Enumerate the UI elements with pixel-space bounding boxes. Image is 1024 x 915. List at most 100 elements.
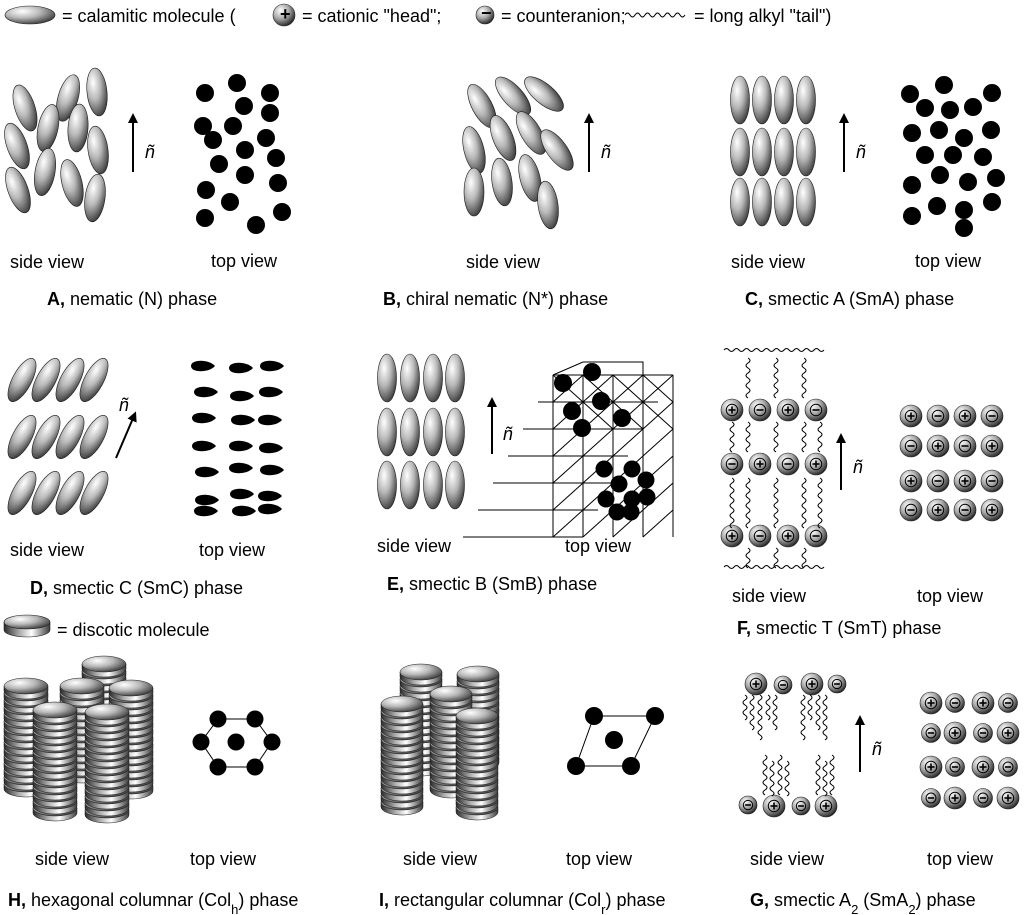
tilted-molecule-top [229,362,253,374]
director-arrow: ñ [836,433,863,490]
molecule-dot [622,757,640,775]
calamitic-molecule [34,148,56,196]
calamitic-molecule [79,415,109,459]
calamitic-molecule [86,67,108,117]
legend-row: = calamitic molecule ( + = cationic "hea… [4,3,831,27]
tilted-molecule-top [259,442,283,454]
calamitic-molecule [7,358,37,402]
cation-head [971,755,995,779]
alkyl-tail [822,760,828,797]
alkyl-tail [815,754,821,796]
calamitic-molecule-icon [4,5,56,25]
molecule-dot [236,166,254,184]
counteranion [804,398,828,422]
tilted-molecule-top [229,462,253,474]
alkyl-tail [800,694,806,741]
discotic-molecule [3,677,49,700]
molecule-dot [931,166,949,184]
panel-f-caption: F, smectic T (SmT) phase [737,618,941,638]
molecule-dot [613,409,631,427]
discotic-molecule [429,685,473,708]
molecule-dot [235,97,253,115]
alkyl-tail [769,760,775,797]
calamitic-molecule [796,75,816,125]
legend-discotic: = discotic molecule [57,620,210,640]
molecule-dot [983,193,1001,211]
side-view-label: side view [10,252,85,272]
molecule-dot [583,363,601,381]
molecule-dot [935,76,953,94]
cation-head [926,498,950,522]
tilted-molecule-top [231,414,255,426]
counteranion [791,796,811,816]
calamitic-molecule [423,353,443,403]
counteranion [998,757,1018,777]
director-arrow: ñ [584,113,611,172]
top-view-label: top view [565,536,632,556]
smectic-a2-top-view [919,691,1020,810]
side-view-label: side view [732,586,807,606]
director-arrow: ñ [115,395,137,459]
tilted-molecule-top [230,390,254,402]
hexagonal-lattice-grid [463,361,674,538]
cation-head [971,691,995,715]
side-view-label: side view [377,536,452,556]
counteranion [738,795,758,815]
molecule-dot [982,121,1000,139]
molecule-dot [204,131,222,149]
counteranion [748,524,772,548]
svg-text:−: − [481,3,492,23]
cation-head [943,786,967,810]
calamitic-molecule [31,358,61,402]
counteranion [926,404,950,428]
calamitic-molecule [377,460,397,510]
molecule-dot [903,207,921,225]
calamitic-molecule [515,111,547,155]
cation-head [748,452,772,476]
side-view-label: side view [750,849,825,869]
counteranion [973,723,993,743]
top-view-label: top view [915,251,982,271]
cation-head [744,672,768,696]
molecule-dot [903,176,921,194]
alkyl-tail [745,547,751,569]
calamitic-molecule [79,358,109,402]
alkyl-tail [773,547,779,569]
cation-head [919,755,943,779]
molecule-dot [987,169,1005,187]
director-label: ñ [601,142,611,162]
discotic-legend: = discotic molecule [3,614,210,640]
cation-head [980,434,1004,458]
alkyl-tail [807,694,813,721]
cation-head [926,434,950,458]
molecule-dot [622,503,640,521]
molecule-dot [944,146,962,164]
alkyl-tail [822,694,828,741]
molecule-dot [246,710,264,728]
counteranion [804,524,828,548]
molecule-dot [608,503,626,521]
panel-h-caption: H, hexagonal columnar (Colh) phase [8,890,298,915]
alkyl-tail [757,694,763,741]
nematic-top-view [194,74,291,234]
molecule-dot [224,117,242,135]
calamitic-molecule [489,115,517,161]
alkyl-tail [772,694,778,731]
director-arrow: ñ [839,113,866,172]
counteranion [776,452,800,476]
alkyl-tail [817,421,823,453]
legend-cationic-head: = cationic "head"; [302,6,441,26]
calamitic-molecule [377,353,397,403]
top-view-label: top view [190,849,257,869]
alkyl-tail [765,694,771,721]
molecule-dot [928,197,946,215]
counteranion [945,757,965,777]
smectic-c-top-view [191,360,284,517]
hexagonal-columnar-side-view [3,655,154,824]
calamitic-molecule [518,154,542,202]
tilted-molecule-top [258,503,282,515]
molecule-dot [228,74,246,92]
counteranion [945,693,965,713]
counteranion [827,674,847,694]
molecule-dot [623,460,641,478]
